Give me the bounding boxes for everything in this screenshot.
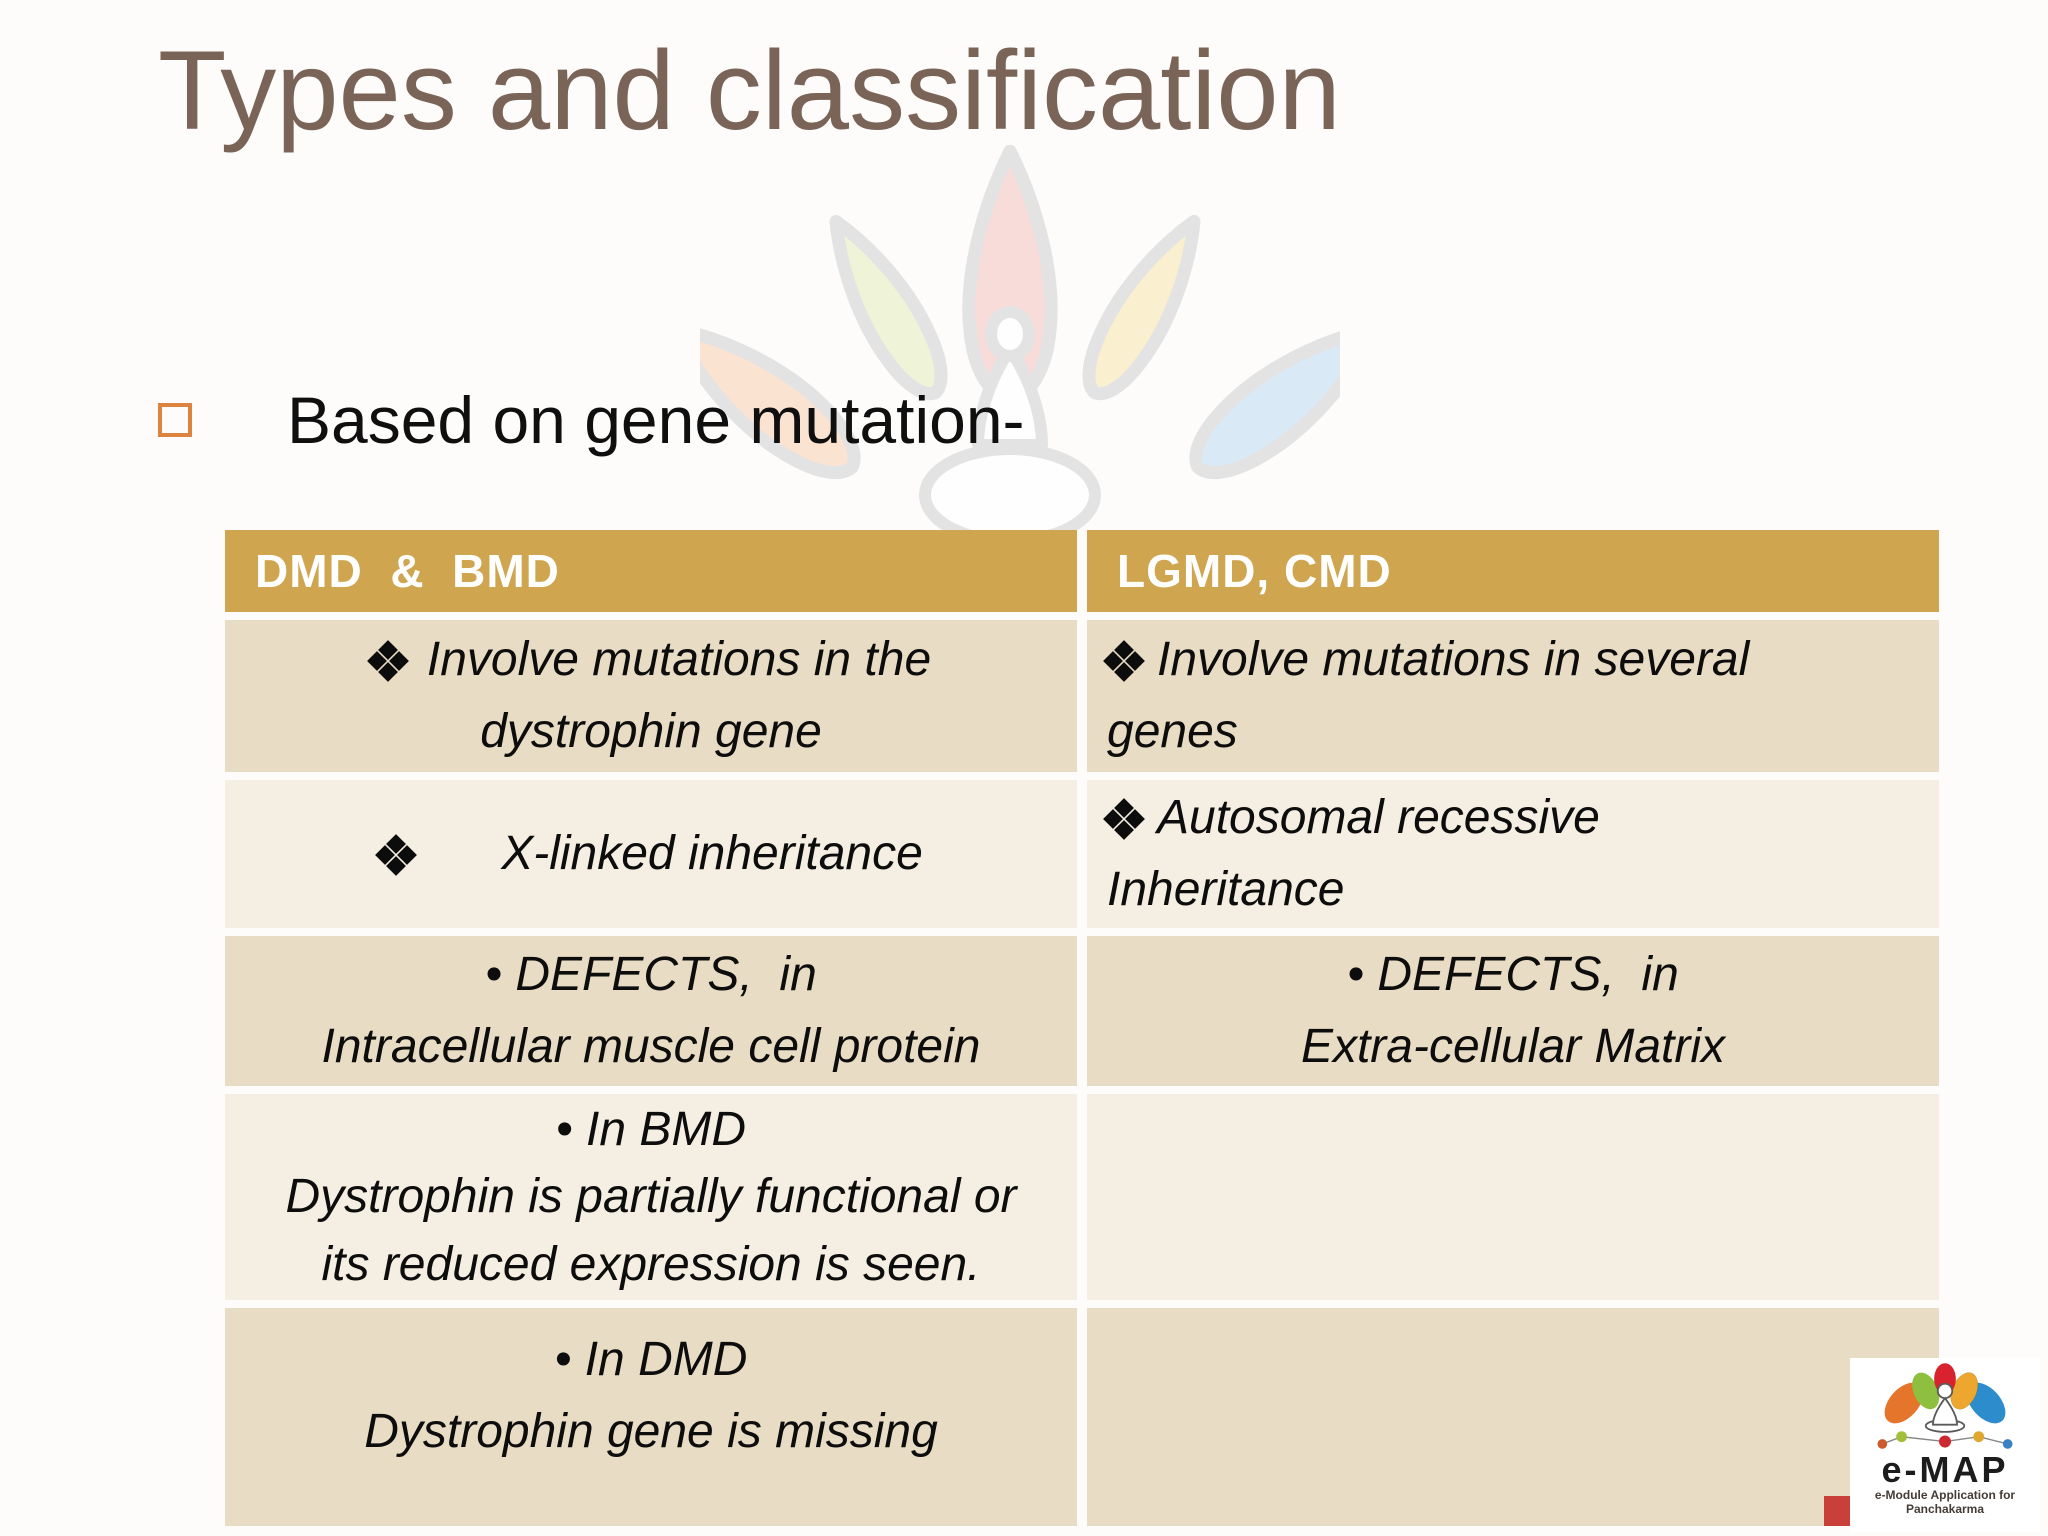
cell-line: genes — [1107, 696, 1925, 768]
table-cell: • In BMD Dystrophin is partially functio… — [225, 1094, 1077, 1300]
slide-title: Types and classification — [158, 28, 1341, 153]
table-cell-empty — [1087, 1308, 1939, 1526]
cell-line: dystrophin gene — [231, 696, 1071, 768]
emap-logo-subtitle: Panchakarma — [1905, 1502, 1985, 1517]
table-header-lgmd-cmd: LGMD, CMD — [1087, 530, 1939, 612]
cell-text: its reduced expression is seen. — [321, 1237, 981, 1291]
section-heading-text: Based on gene mutation- — [287, 383, 1025, 457]
table-row: • In BMD Dystrophin is partially functio… — [225, 1094, 1939, 1300]
emap-lotus-icon — [1877, 1363, 2013, 1449]
table-cell: • DEFECTS, in Extra-cellular Matrix — [1087, 936, 1939, 1086]
cell-text: dystrophin gene — [480, 705, 822, 758]
cell-text: • DEFECTS, in — [1347, 948, 1679, 1001]
table-header-row: DMD & BMD LGMD, CMD — [225, 530, 1939, 612]
diamond-bullet-icon — [375, 834, 418, 876]
table-cell: Involve mutations in several genes — [1087, 620, 1939, 772]
cell-text: X-linked inheritance — [501, 827, 923, 880]
cell-text: Intracellular muscle cell protein — [321, 1020, 981, 1073]
cell-text: Involve mutations in the — [426, 633, 932, 686]
square-bullet-icon — [158, 403, 192, 437]
cell-text: genes — [1107, 705, 1238, 758]
lotus-watermark-icon — [700, 145, 1340, 545]
table-cell: Involve mutations in the dystrophin gene — [225, 620, 1077, 772]
classification-table: DMD & BMD LGMD, CMD Involve mutations in… — [225, 530, 1939, 1534]
emap-logo-subtitle: e-Module Application for — [1874, 1488, 2016, 1502]
table-cell-empty — [1087, 1094, 1939, 1300]
cell-line: • DEFECTS, in — [1093, 939, 1933, 1011]
table-cell: Autosomal recessive Inheritance — [1087, 780, 1939, 928]
table-row: Involve mutations in the dystrophin gene… — [225, 620, 1939, 772]
cell-line: Involve mutations in several — [1103, 624, 1925, 696]
cell-text: • In DMD — [554, 1333, 748, 1386]
table-row: X-linked inheritance Autosomal recessive… — [225, 780, 1939, 928]
table-row: • In DMD Dystrophin gene is missing — [225, 1308, 1939, 1526]
table-cell: X-linked inheritance — [225, 780, 1077, 928]
table-cell: • In DMD Dystrophin gene is missing — [225, 1308, 1077, 1526]
emap-logo-title: e-MAP — [1881, 1449, 2009, 1490]
cell-text: Extra-cellular Matrix — [1300, 1020, 1726, 1073]
cell-line: • In BMD — [231, 1096, 1071, 1163]
diamond-bullet-icon — [366, 640, 409, 682]
diamond-bullet-icon — [1103, 640, 1145, 682]
cell-line: Extra-cellular Matrix — [1093, 1011, 1933, 1083]
cell-text: Inheritance — [1107, 863, 1345, 916]
emap-logo: e-MAP e-Module Application for Panchakar… — [1850, 1358, 2040, 1532]
red-artifact — [1824, 1496, 1850, 1526]
cell-text: • DEFECTS, in — [485, 948, 817, 1001]
cell-line: Intracellular muscle cell protein — [231, 1011, 1071, 1083]
table-cell: • DEFECTS, in Intracellular muscle cell … — [225, 936, 1077, 1086]
cell-line: X-linked inheritance — [231, 818, 1071, 890]
cell-line: Inheritance — [1107, 854, 1925, 926]
cell-text: Dystrophin is partially functional or — [285, 1170, 1017, 1224]
cell-text: Dystrophin gene is missing — [364, 1405, 938, 1458]
cell-line: Autosomal recessive — [1103, 782, 1925, 854]
cell-line: Dystrophin is partially functional or — [231, 1163, 1071, 1230]
cell-line: Involve mutations in the — [231, 624, 1071, 696]
cell-line: its reduced expression is seen. — [231, 1231, 1071, 1298]
cell-text: Autosomal recessive — [1157, 791, 1600, 844]
table-header-dmd-bmd: DMD & BMD — [225, 530, 1077, 612]
section-heading: Based on gene mutation- — [158, 380, 1025, 460]
cell-line: • In DMD — [231, 1324, 1071, 1396]
table-row: • DEFECTS, in Intracellular muscle cell … — [225, 936, 1939, 1086]
diamond-bullet-icon — [1103, 798, 1145, 840]
cell-line: Dystrophin gene is missing — [231, 1396, 1071, 1468]
cell-line: • DEFECTS, in — [231, 939, 1071, 1011]
cell-text: • In BMD — [555, 1103, 747, 1157]
cell-text: Involve mutations in several — [1157, 633, 1750, 686]
